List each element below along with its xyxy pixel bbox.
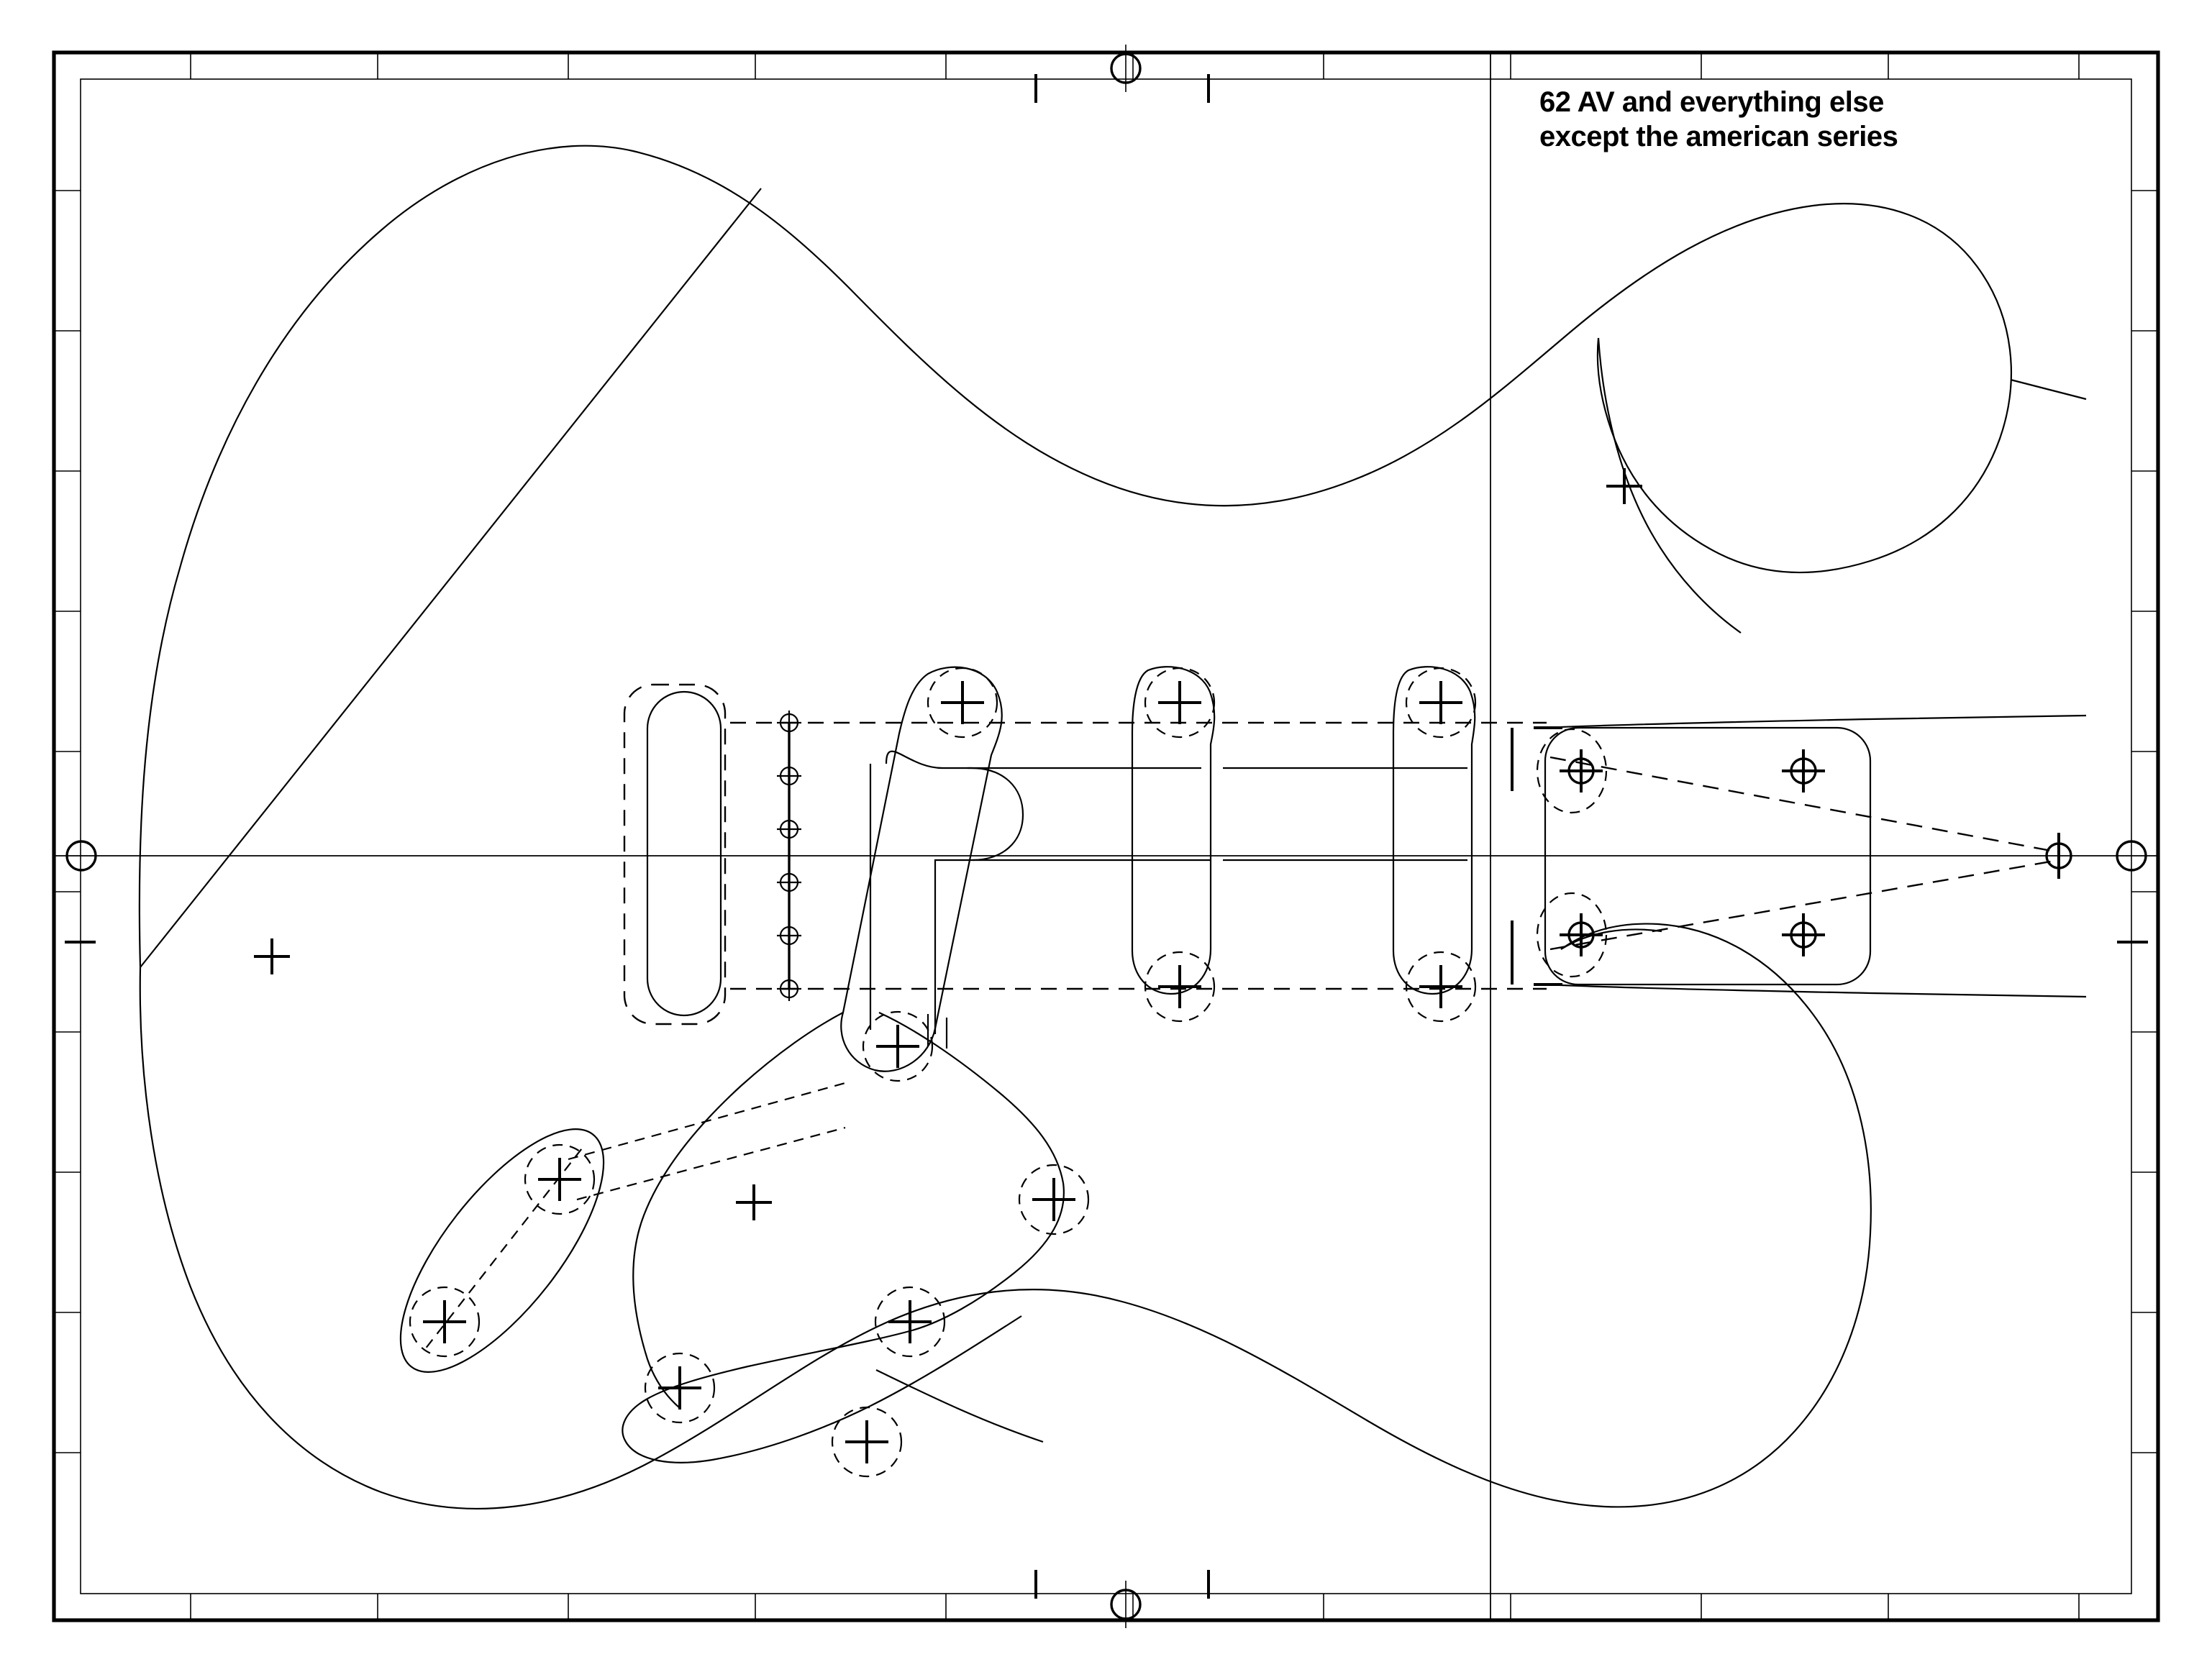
neck-pickup-crosshair-bottom — [876, 1025, 919, 1068]
datum-bottom-center — [1110, 1581, 1142, 1628]
jack-plate-slot-outline — [399, 1128, 605, 1373]
neck-screw-hole-1 — [1560, 749, 1603, 792]
reference-cross-upper-right — [1606, 468, 1642, 504]
frame-inner-border — [80, 78, 2132, 1594]
centerlines — [54, 52, 2158, 1620]
datum-left-center — [65, 840, 97, 872]
title-line-2: except the american series — [1539, 121, 1898, 152]
knob-hole-tone-1 — [1018, 1164, 1090, 1235]
reference-cross-left-body — [254, 938, 290, 974]
neck-pocket-outline — [1544, 726, 1872, 986]
string-hole-4 — [777, 870, 801, 895]
jack-plate-hole-upper — [524, 1143, 596, 1215]
forearm-contour-line — [140, 188, 762, 968]
upper-horn-tangent-mark — [2010, 378, 2087, 401]
knob-hole-tone-2 — [874, 1286, 946, 1358]
jack-wiring-channel — [568, 1080, 851, 1201]
middle-pickup-crosshair-bottom — [1158, 965, 1201, 1008]
string-hole-5 — [777, 923, 801, 948]
datum-markers — [65, 45, 2148, 1628]
neck-screw-hole-3 — [1560, 913, 1603, 956]
pickup-route-bridge — [1392, 666, 1477, 1023]
drawing-frame — [52, 50, 2160, 1622]
neck-screw-hole-2 — [1782, 749, 1825, 792]
title-line-1: 62 AV and everything else — [1539, 86, 1884, 118]
bridge-pickup-crosshair-top — [1419, 681, 1462, 724]
tremolo-cavity-inner-solid — [646, 690, 722, 1017]
title-note: 62 AV and everything else except the ame… — [1539, 86, 1898, 152]
knob-hole-extra-1 — [831, 1406, 903, 1478]
scale-taper-line-bottom — [1549, 859, 2059, 951]
pickup-route-middle — [1131, 666, 1216, 1023]
datum-top-center — [1110, 45, 1142, 92]
neck-screw-hole-4 — [1782, 913, 1825, 956]
frame-top-band-ticks — [190, 52, 2080, 79]
frame-left-band-ticks — [54, 190, 81, 1453]
neck-pickup-screw-circle-top — [927, 667, 998, 739]
jack-plate-slot-centerline — [422, 1148, 583, 1353]
output-jack-plate-slot — [399, 1128, 605, 1373]
knob-hole-switch — [644, 1352, 716, 1424]
central-routing-channel — [869, 750, 1467, 1049]
neck-side-profile — [1544, 714, 2087, 998]
frame-bottom-band-ticks — [190, 1594, 2080, 1620]
frame-right-band-ticks — [2131, 190, 2158, 1453]
pickup-route-neck — [840, 666, 1003, 1082]
bridge-pickup-screw-circle-top — [1405, 667, 1477, 739]
bridge-pickup-screw-circle-bottom — [1405, 951, 1477, 1023]
string-hole-3 — [777, 817, 801, 841]
middle-pickup-screw-circle-top — [1144, 667, 1216, 739]
neck-pickup-crosshair-top — [941, 681, 984, 724]
string-envelope-lines — [730, 721, 1547, 990]
middle-pickup-crosshair-top — [1158, 681, 1201, 724]
pickguard-outline — [622, 1012, 1065, 1463]
neck-pocket-radius-circle-top — [1536, 728, 1608, 814]
string-hole-2 — [777, 764, 801, 788]
reference-crosshairs — [254, 468, 1642, 1220]
neck-pickup-screw-circle-bottom — [862, 1010, 934, 1082]
scale-length-vanishing-point — [2045, 833, 2072, 879]
bridge-pickup-crosshair-bottom — [1419, 965, 1462, 1008]
middle-pickup-screw-circle-bottom — [1144, 951, 1216, 1023]
neck-pocket-radius-circle-bottom — [1536, 892, 1608, 978]
neck-pocket — [1511, 726, 2072, 986]
datum-right-center — [2116, 840, 2147, 872]
scale-taper-line-top — [1549, 756, 2059, 854]
tremolo-block-cavity — [623, 683, 727, 1025]
reference-cross-pickguard — [736, 1184, 772, 1220]
jack-plate-hole-lower — [409, 1286, 481, 1358]
frame-outer-border — [52, 50, 2160, 1622]
control-knob-holes — [644, 1164, 1090, 1478]
